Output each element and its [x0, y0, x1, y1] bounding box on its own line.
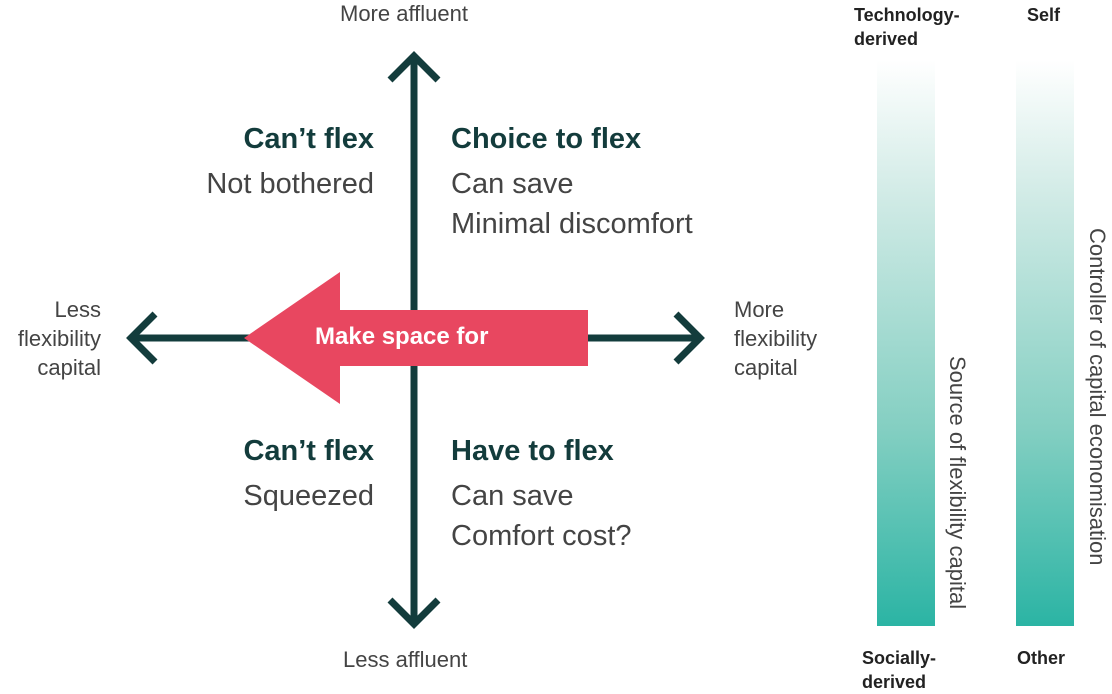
scale-1-title: Source of flexibility capital [945, 356, 970, 610]
bottom-right-line: Can save [451, 480, 574, 512]
bottom-left-heading: Can’t flex [243, 435, 374, 467]
scale-2-title: Controller of capital economisation [1085, 228, 1110, 566]
right-arrowhead [673, 311, 705, 365]
scale-1-bottom-label-line: derived [862, 672, 927, 692]
scale-2-top-label-line: Self [1027, 5, 1061, 25]
bottom-right-heading: Have to flex [451, 435, 614, 467]
scale-1-top-label-line: Technology- [854, 5, 960, 25]
scale-1-bottom-label: Socially- derived [862, 646, 936, 694]
top-axis-label: More affluent [340, 1, 469, 26]
top-left-heading: Can’t flex [243, 123, 374, 155]
make-space-label: Make space for [315, 323, 489, 350]
scale-1-top-label-line: derived [854, 29, 919, 49]
right-axis-label-line: flexibility [734, 326, 818, 351]
scale-1-top-label: Technology- derived [854, 3, 960, 51]
top-right-line: Minimal discomfort [451, 208, 693, 240]
scale-2-bottom-label: Other [1017, 646, 1065, 670]
scale-1-bottom-label-line: Socially- [862, 648, 937, 668]
make-space-arrow [244, 272, 588, 404]
left-axis-label-line: capital [37, 355, 101, 380]
down-arrowhead [387, 597, 441, 629]
scale-1-gradient-bar [877, 60, 935, 626]
scale-2-gradient-bar [1016, 60, 1074, 626]
left-axis-label-line: flexibility [17, 326, 101, 351]
right-axis-label-line: capital [734, 355, 798, 380]
right-axis-label: More flexibility capital [734, 295, 817, 382]
left-axis-label: Less flexibility capital [18, 295, 101, 382]
scale-2-top-label: Self [1027, 3, 1060, 27]
bottom-axis-label: Less affluent [343, 647, 468, 672]
top-right-heading: Choice to flex [451, 123, 642, 155]
top-left-line: Not bothered [206, 168, 374, 200]
up-arrowhead [387, 51, 441, 83]
top-right-line: Can save [451, 168, 574, 200]
bottom-right-line: Comfort cost? [451, 520, 632, 552]
right-axis-label-line: More [734, 297, 785, 322]
left-arrowhead [126, 311, 158, 365]
left-axis-label-line: Less [54, 297, 101, 322]
scale-2-bottom-label-line: Other [1017, 648, 1066, 668]
bottom-left-line: Squeezed [243, 480, 374, 512]
